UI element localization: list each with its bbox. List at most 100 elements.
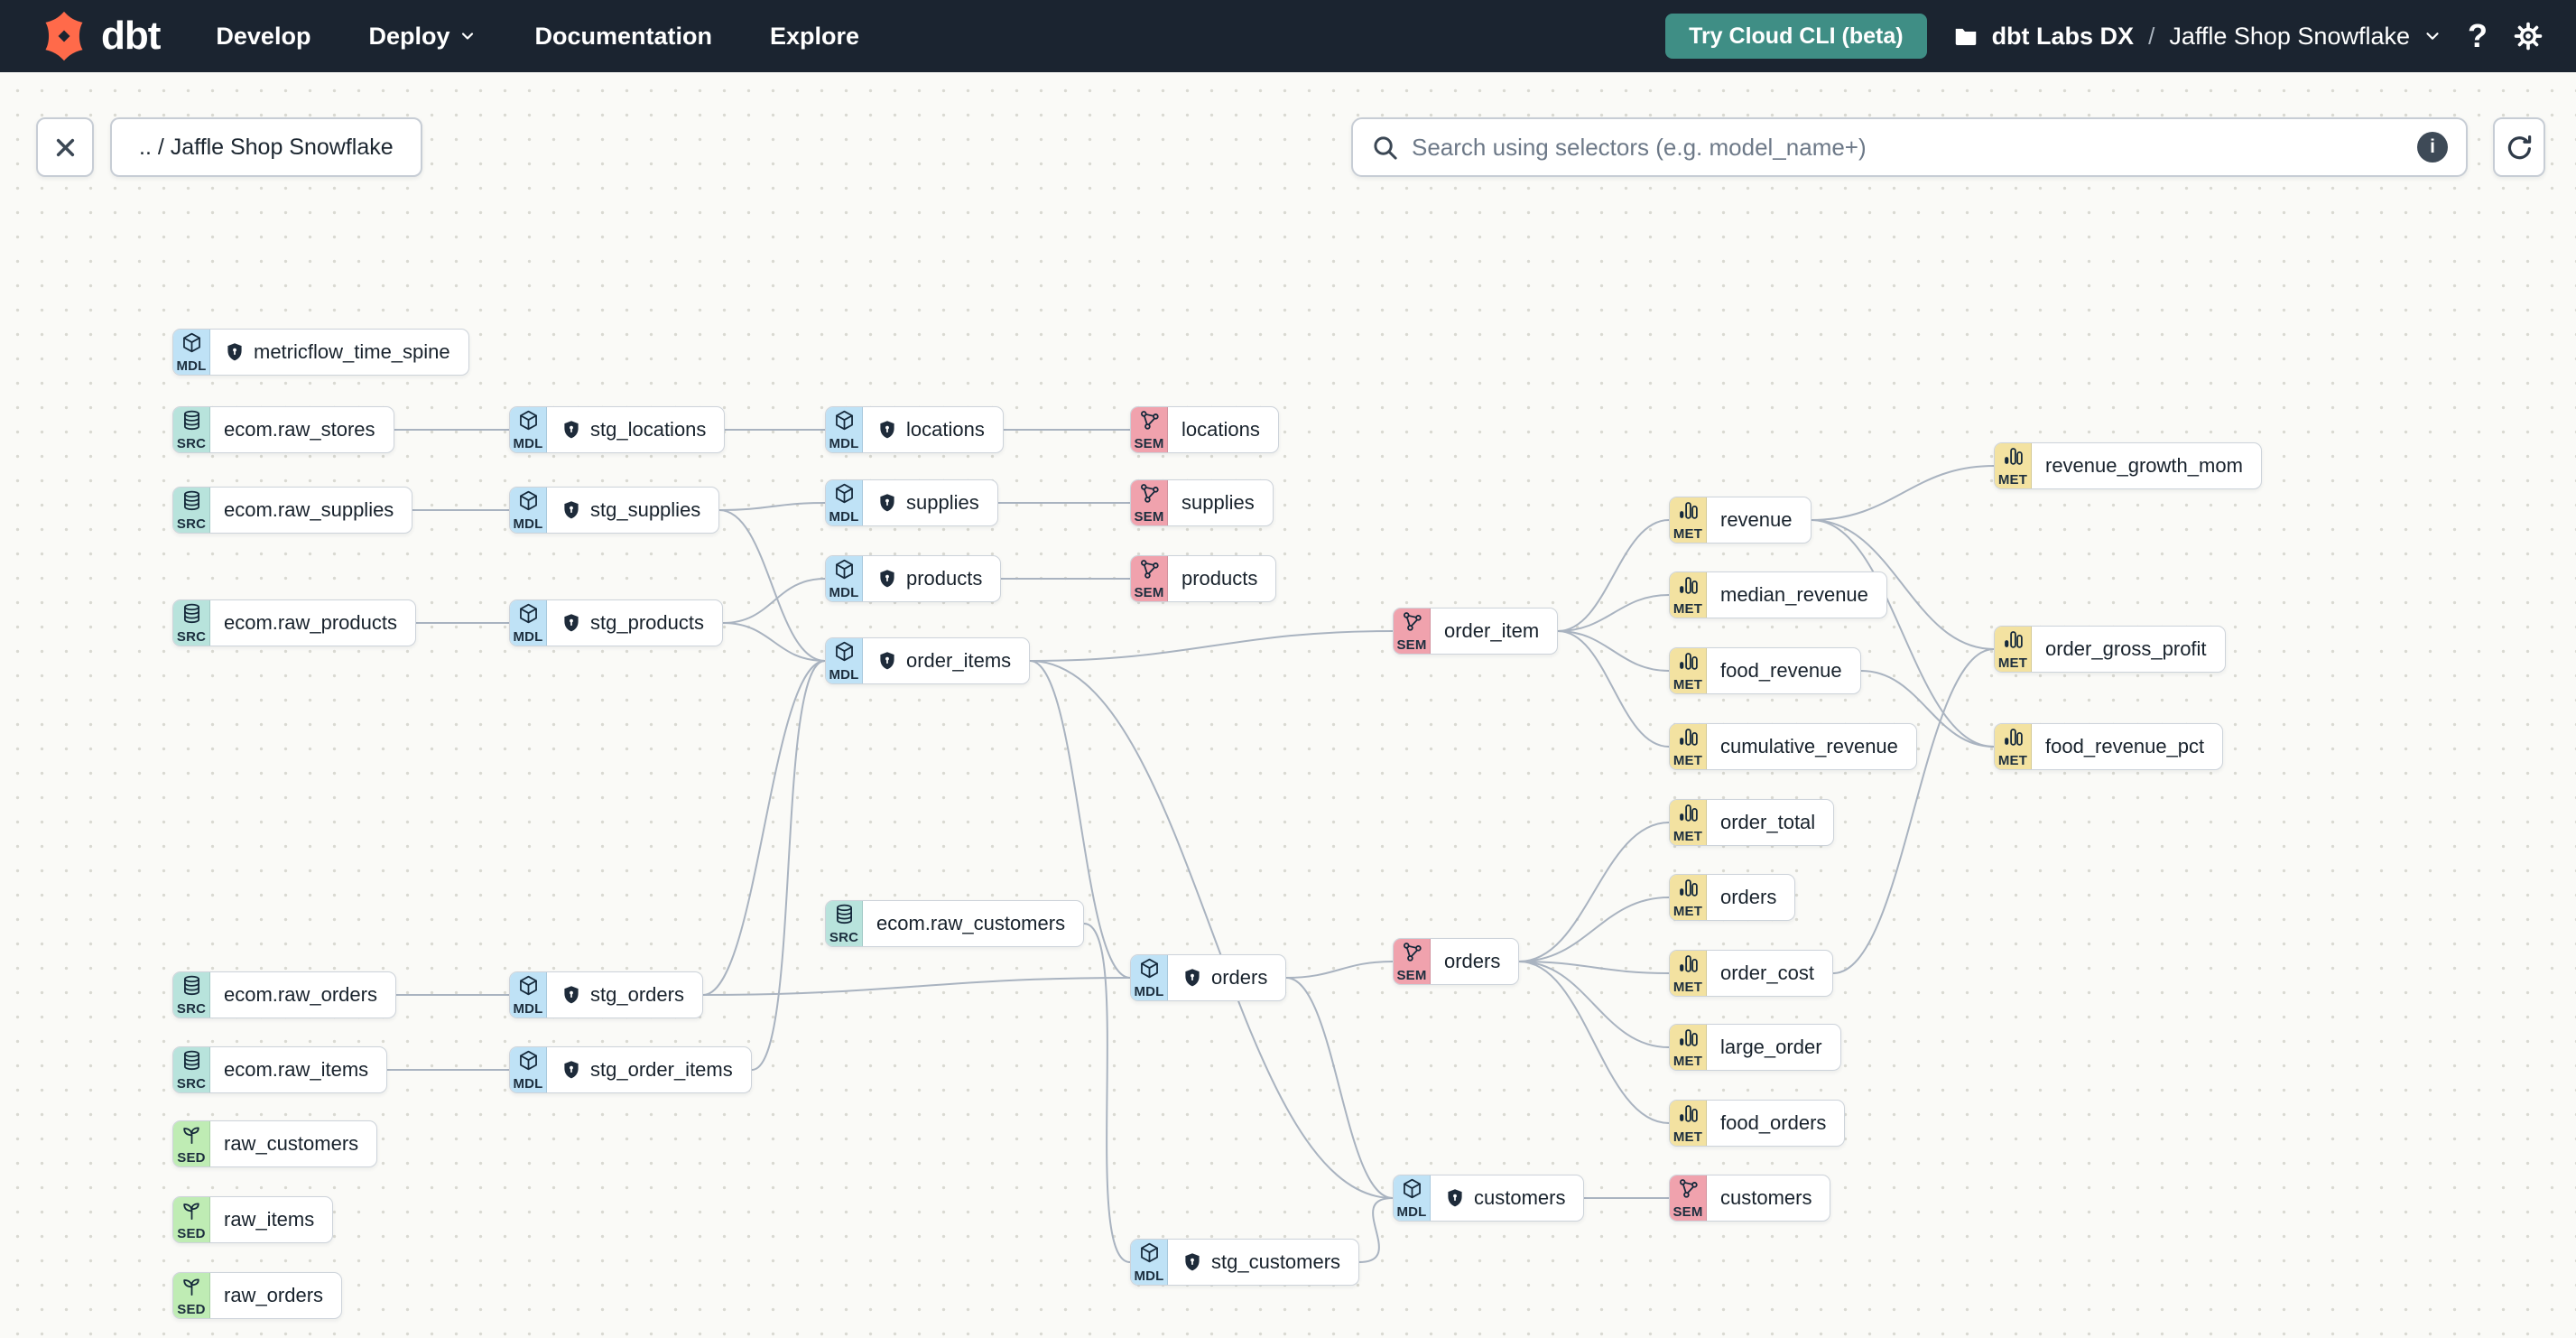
- graph-node-met_order_total[interactable]: MET order_total: [1669, 799, 1835, 846]
- node-type-caption: MDL: [829, 509, 859, 525]
- graph-node-met_median_revenue[interactable]: MET median_revenue: [1669, 571, 1887, 618]
- nav-item-explore[interactable]: Explore: [770, 22, 860, 50]
- close-button[interactable]: [36, 117, 94, 177]
- node-type-badge: MDL: [826, 556, 863, 601]
- node-label: order_cost: [1720, 962, 1814, 984]
- graph-node-met_revenue_growth[interactable]: MET revenue_growth_mom: [1994, 442, 2262, 489]
- graph-node-sem_orders[interactable]: SEM orders: [1393, 938, 1520, 985]
- dbt-logo[interactable]: dbt: [38, 10, 161, 62]
- node-label-area: raw_items: [210, 1197, 332, 1242]
- model-cube-icon: [517, 974, 540, 1001]
- nav-menu: Develop Deploy Documentation Explore: [216, 23, 859, 51]
- graph-node-src_orders[interactable]: SRC ecom.raw_orders: [172, 971, 396, 1018]
- graph-node-src_stores[interactable]: SRC ecom.raw_stores: [172, 406, 394, 453]
- nav-item-deploy[interactable]: Deploy: [368, 23, 477, 51]
- node-type-caption: SRC: [176, 436, 207, 451]
- project-name[interactable]: Jaffle Shop Snowflake: [2169, 22, 2410, 50]
- node-label-area: orders: [1707, 875, 1794, 920]
- graph-node-met_revenue[interactable]: MET revenue: [1669, 497, 1812, 544]
- graph-node-met_food_revenue[interactable]: MET food_revenue: [1669, 647, 1861, 694]
- graph-breadcrumb[interactable]: .. / Jaffle Shop Snowflake: [110, 117, 422, 177]
- graph-node-src_customers[interactable]: SRC ecom.raw_customers: [825, 900, 1085, 947]
- node-type-caption: SEM: [1134, 585, 1164, 600]
- graph-node-mdl_metricflow[interactable]: MDL metricflow_time_spine: [172, 329, 469, 376]
- graph-node-mdl_orders[interactable]: MDL orders: [1130, 954, 1287, 1001]
- source-database-icon: [181, 1049, 203, 1076]
- node-label-area: food_revenue: [1707, 648, 1860, 693]
- graph-node-sem_locations[interactable]: SEM locations: [1130, 406, 1279, 453]
- node-label-area: stg_order_items: [547, 1047, 751, 1092]
- graph-node-met_orders[interactable]: MET orders: [1669, 874, 1796, 921]
- graph-node-src_supplies[interactable]: SRC ecom.raw_supplies: [172, 487, 413, 534]
- graph-node-mdl_locations[interactable]: MDL locations: [825, 406, 1004, 453]
- folder-icon: [1955, 28, 1976, 45]
- graph-node-sem_customers[interactable]: SEM customers: [1669, 1175, 1831, 1222]
- node-label-area: food_orders: [1707, 1101, 1844, 1146]
- nav-right: Try Cloud CLI (beta) dbt Labs DX / Jaffl…: [1665, 14, 2544, 59]
- node-type-caption: MDL: [513, 629, 543, 645]
- node-label-area: order_cost: [1707, 951, 1832, 996]
- node-type-caption: MET: [1673, 1054, 1703, 1069]
- node-type-badge: SED: [173, 1273, 210, 1318]
- node-type-caption: MDL: [1134, 1268, 1164, 1284]
- graph-node-sed_raw_items[interactable]: SED raw_items: [172, 1196, 334, 1243]
- graph-node-mdl_supplies[interactable]: MDL supplies: [825, 479, 998, 526]
- node-type-badge: SRC: [173, 600, 210, 646]
- graph-node-met_order_cost[interactable]: MET order_cost: [1669, 950, 1833, 997]
- graph-node-sem_products[interactable]: SEM products: [1130, 555, 1277, 602]
- info-icon[interactable]: i: [2417, 132, 2448, 163]
- gear-icon[interactable]: [2513, 21, 2544, 51]
- graph-node-mdl_stg_locations[interactable]: MDL stg_locations: [509, 406, 726, 453]
- source-database-icon: [181, 974, 203, 1001]
- graph-node-mdl_customers[interactable]: MDL customers: [1393, 1175, 1585, 1222]
- node-label-area: ecom.raw_customers: [863, 901, 1083, 946]
- graph-node-sem_order_item[interactable]: SEM order_item: [1393, 608, 1559, 655]
- chevron-down-icon[interactable]: [2423, 26, 2442, 46]
- search-input[interactable]: [1412, 133, 2417, 162]
- account-name[interactable]: dbt Labs DX: [1991, 22, 2135, 50]
- node-type-caption: MDL: [829, 667, 859, 683]
- node-label-area: ecom.raw_supplies: [210, 488, 412, 533]
- graph-node-sed_raw_customers[interactable]: SED raw_customers: [172, 1120, 378, 1167]
- graph-node-mdl_stg_orders[interactable]: MDL stg_orders: [509, 971, 703, 1018]
- node-type-badge: MET: [1670, 724, 1707, 769]
- graph-node-mdl_order_items[interactable]: MDL order_items: [825, 637, 1031, 684]
- node-type-badge: MDL: [826, 638, 863, 683]
- graph-node-src_products[interactable]: SRC ecom.raw_products: [172, 599, 416, 646]
- graph-node-met_cumulative_revenue[interactable]: MET cumulative_revenue: [1669, 723, 1917, 770]
- seed-sprout-icon: [181, 1123, 203, 1150]
- shield-icon: [224, 341, 246, 363]
- node-label: products: [1181, 567, 1258, 590]
- node-type-caption: SRC: [176, 629, 207, 645]
- graph-node-met_food_revenue_pct[interactable]: MET food_revenue_pct: [1994, 723, 2224, 770]
- graph-node-sed_raw_orders[interactable]: SED raw_orders: [172, 1272, 343, 1319]
- node-type-badge: MDL: [1131, 1240, 1168, 1285]
- try-cloud-cli-button[interactable]: Try Cloud CLI (beta): [1665, 14, 1927, 59]
- graph-node-sem_supplies[interactable]: SEM supplies: [1130, 479, 1274, 526]
- graph-node-mdl_products[interactable]: MDL products: [825, 555, 1002, 602]
- graph-node-mdl_stg_products[interactable]: MDL stg_products: [509, 599, 723, 646]
- shield-icon: [876, 568, 898, 590]
- node-label: ecom.raw_customers: [876, 912, 1066, 934]
- node-type-caption: MET: [1673, 753, 1703, 768]
- graph-node-mdl_stg_supplies[interactable]: MDL stg_supplies: [509, 487, 720, 534]
- refresh-button[interactable]: [2493, 117, 2545, 177]
- graph-node-met_order_gross_profit[interactable]: MET order_gross_profit: [1994, 626, 2226, 673]
- graph-node-met_food_orders[interactable]: MET food_orders: [1669, 1100, 1846, 1147]
- node-type-caption: MDL: [513, 436, 543, 451]
- graph-node-mdl_stg_order_items[interactable]: MDL stg_order_items: [509, 1046, 752, 1093]
- node-type-badge: SEM: [1394, 939, 1431, 984]
- shield-icon: [1444, 1187, 1466, 1209]
- node-type-badge: MET: [1670, 1025, 1707, 1070]
- node-label: orders: [1211, 966, 1268, 989]
- nav-item-documentation[interactable]: Documentation: [534, 22, 712, 50]
- graph-node-mdl_stg_customers[interactable]: MDL stg_customers: [1130, 1239, 1360, 1286]
- graph-node-met_large_order[interactable]: MET large_order: [1669, 1024, 1841, 1071]
- node-type-badge: SRC: [173, 972, 210, 1017]
- help-icon[interactable]: ?: [2468, 17, 2488, 54]
- graph-node-src_items[interactable]: SRC ecom.raw_items: [172, 1046, 388, 1093]
- nav-item-develop[interactable]: Develop: [216, 22, 311, 50]
- node-type-badge: SRC: [173, 1047, 210, 1092]
- node-label: order_gross_profit: [2045, 637, 2207, 660]
